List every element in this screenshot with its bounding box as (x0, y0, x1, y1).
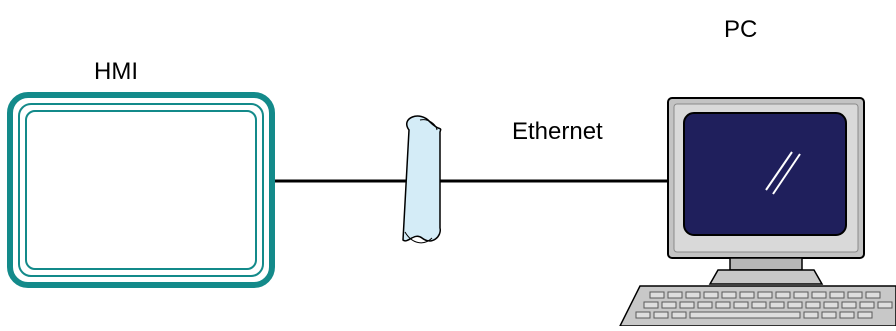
ethernet-label: Ethernet (512, 118, 603, 145)
hmi-panel-icon (7, 92, 275, 288)
monitor-screen (683, 112, 847, 236)
pc-label: PC (724, 16, 758, 43)
desktop-computer-icon (618, 97, 896, 327)
network-cable-connector-icon (402, 115, 442, 244)
hmi-label: HMI (94, 58, 138, 85)
